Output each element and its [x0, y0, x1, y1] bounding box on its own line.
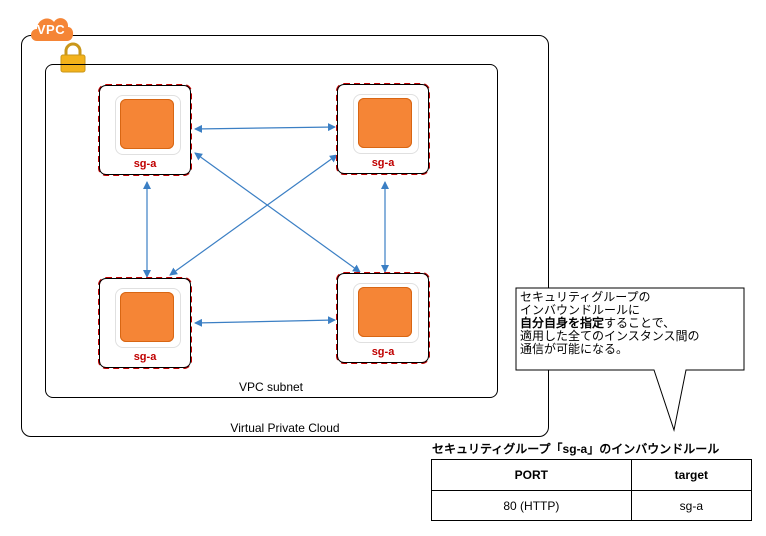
- inbound-rules-table: PORT target 80 (HTTP) sg-a: [431, 459, 753, 521]
- vpc-boundary: [21, 35, 549, 437]
- callout-emphasis: 自分自身を指定: [520, 316, 605, 330]
- callout-line-2: インバウンドルールに: [520, 303, 641, 317]
- cloud-icon: [31, 18, 74, 41]
- ec2-instance-icon: [358, 98, 412, 148]
- lock-icon: [60, 42, 86, 73]
- vpc-subnet-boundary: [45, 64, 498, 398]
- table-header-row: PORT target: [431, 459, 753, 491]
- arrow-bottom-horizontal: [194, 316, 336, 327]
- ec2-instance-icon: [120, 99, 174, 149]
- vpc-badge: VPC: [27, 7, 75, 47]
- vpc-label: Virtual Private Cloud: [230, 421, 340, 435]
- table-row: 80 (HTTP) sg-a: [431, 490, 753, 521]
- security-group-bottom-right: sg-a: [336, 272, 430, 364]
- subnet-label: VPC subnet: [238, 380, 304, 394]
- security-group-bottom-left: sg-a: [98, 277, 192, 369]
- arrow-diagonal-up: [169, 154, 338, 276]
- rules-table-title: セキュリティグループ「sg-a」のインバウンドルール: [432, 442, 720, 456]
- security-group-top-right: sg-a: [336, 83, 430, 175]
- ec2-instance-icon: [120, 292, 174, 342]
- header-port: PORT: [431, 459, 632, 491]
- vpc-badge-label: VPC: [36, 22, 66, 37]
- ec2-instance-icon: [358, 287, 412, 337]
- callout-line-5: 通信が可能になる。: [520, 342, 629, 356]
- callout-line-3-rest: することで、: [604, 316, 676, 330]
- security-group-top-left: sg-a: [98, 84, 192, 176]
- sg-label: sg-a: [371, 157, 395, 169]
- header-target: target: [630, 459, 753, 491]
- callout-line-1: セキュリティグループの: [520, 290, 651, 304]
- sg-label: sg-a: [371, 346, 395, 358]
- callout-line-4: 適用した全てのインスタンス間の: [520, 329, 700, 343]
- cell-port: 80 (HTTP): [431, 490, 632, 521]
- cell-target: sg-a: [630, 490, 753, 521]
- callout-text: セキュリティグループの インバウンドルールに 自分自身を指定することで、 適用し…: [520, 291, 740, 356]
- sg-label: sg-a: [133, 158, 157, 170]
- arrow-top-horizontal: [194, 123, 336, 133]
- sg-label: sg-a: [133, 351, 157, 363]
- callout-line-3: 自分自身を指定することで、: [520, 317, 740, 330]
